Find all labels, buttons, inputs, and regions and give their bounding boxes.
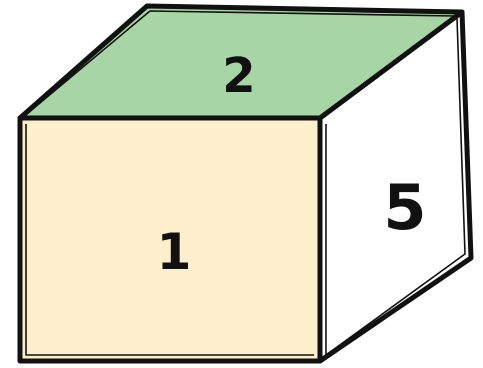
cube-face-right-label: 5 <box>383 171 426 244</box>
cube-face-top-label: 2 <box>222 48 255 104</box>
cube-face-front-label: 1 <box>157 223 192 281</box>
